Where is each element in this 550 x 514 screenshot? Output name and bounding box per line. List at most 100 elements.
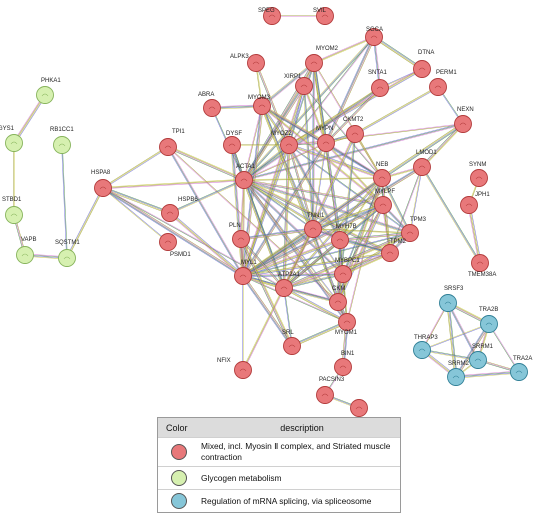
node-svil[interactable]: SVIL xyxy=(313,7,334,25)
node-circle-tacc2[interactable] xyxy=(350,399,368,417)
node-circle-srsf3[interactable] xyxy=(439,294,457,312)
node-circle-rb1cc1[interactable] xyxy=(53,136,71,154)
node-rb1cc1[interactable]: RB1CC1 xyxy=(50,127,74,154)
node-mylpf[interactable]: MYLPF xyxy=(374,189,396,214)
node-circle-tra2a[interactable] xyxy=(510,363,528,381)
node-circle-nfix[interactable] xyxy=(234,361,252,379)
node-gys1[interactable]: GYS1 xyxy=(0,126,23,152)
node-circle-srl[interactable] xyxy=(283,337,301,355)
node-circle-myom1[interactable] xyxy=(338,313,356,331)
node-circle-psmd1[interactable] xyxy=(159,233,177,251)
node-circle-neb[interactable] xyxy=(373,169,391,187)
node-circle-mypn[interactable] xyxy=(317,134,335,152)
node-myl1[interactable]: MYL1 xyxy=(234,260,258,285)
node-srrm1[interactable]: SRRM1 xyxy=(469,344,494,369)
node-synm[interactable]: SYNM xyxy=(469,162,488,187)
node-circle-abra[interactable] xyxy=(203,99,221,117)
node-circle-acta1[interactable] xyxy=(235,171,253,189)
node-tra2b[interactable]: TRA2B xyxy=(479,307,498,333)
node-sqstm1[interactable]: SQSTM1 xyxy=(55,240,80,267)
node-myom3[interactable]: MYOM3 xyxy=(248,95,271,115)
node-jph1[interactable]: JPH1 xyxy=(460,192,491,214)
node-circle-tpm3[interactable] xyxy=(401,224,419,242)
node-myom1[interactable]: MYOM1 xyxy=(335,313,358,337)
node-circle-jph1[interactable] xyxy=(460,196,478,214)
node-myh7b[interactable]: MYH7B xyxy=(331,224,357,249)
node-circle-speg[interactable] xyxy=(263,7,281,25)
node-circle-bin1[interactable] xyxy=(334,358,352,376)
node-circle-mybpc1[interactable] xyxy=(334,265,352,283)
node-dysf[interactable]: DYSF xyxy=(223,131,243,154)
node-tpm2[interactable]: TPM2 xyxy=(381,239,407,262)
node-tpm3[interactable]: TPM3 xyxy=(401,217,427,242)
node-xirp1[interactable]: XIRP1 xyxy=(284,74,313,95)
node-srrm2[interactable]: SRRM2 xyxy=(447,361,470,386)
node-dtna[interactable]: DTNA xyxy=(413,50,435,78)
node-nexn[interactable]: NEXN xyxy=(454,107,474,133)
node-srsf3[interactable]: SRSF3 xyxy=(439,286,465,312)
node-atp2a1[interactable]: ATP2A1 xyxy=(275,272,301,297)
node-mypn[interactable]: MYPN xyxy=(316,126,335,152)
node-circle-alpk3[interactable] xyxy=(247,54,265,72)
node-bin1[interactable]: BIN1 xyxy=(334,351,356,376)
node-pln[interactable]: PLN xyxy=(229,223,250,248)
node-circle-tra2b[interactable] xyxy=(480,315,498,333)
node-circle-vapb[interactable] xyxy=(16,246,34,264)
node-circle-myom3[interactable] xyxy=(253,97,271,115)
node-nfix[interactable]: NFIX xyxy=(217,358,252,379)
node-acta1[interactable]: ACTA1 xyxy=(235,164,256,189)
node-circle-sgca[interactable] xyxy=(365,28,383,46)
node-circle-tnni1[interactable] xyxy=(304,220,322,238)
node-circle-nexn[interactable] xyxy=(454,115,472,133)
node-circle-ckm[interactable] xyxy=(329,293,347,311)
node-circle-tpm2[interactable] xyxy=(381,244,399,262)
node-alpk3[interactable]: ALPK3 xyxy=(230,54,265,72)
node-circle-myh7b[interactable] xyxy=(331,231,349,249)
node-mybpc1[interactable]: MYBPC1 xyxy=(334,258,361,283)
node-srl[interactable]: SRL xyxy=(282,330,301,355)
node-circle-dtna[interactable] xyxy=(413,60,431,78)
node-lmod1[interactable]: LMOD1 xyxy=(413,150,438,176)
node-myoz2[interactable]: MYOZ2 xyxy=(271,131,298,154)
node-circle-atp2a1[interactable] xyxy=(275,279,293,297)
node-vapb[interactable]: VAPB xyxy=(16,237,37,264)
node-hspa8[interactable]: HSPA8 xyxy=(91,170,112,197)
node-circle-dysf[interactable] xyxy=(223,136,241,154)
node-circle-myl1[interactable] xyxy=(234,267,252,285)
node-tra2a[interactable]: TRA2A xyxy=(510,356,533,381)
node-ckmt2[interactable]: CKMT2 xyxy=(343,117,364,143)
node-stbd1[interactable]: STBD1 xyxy=(2,197,23,224)
node-ckm[interactable]: CKM xyxy=(329,286,347,311)
node-circle-srrm1[interactable] xyxy=(469,351,487,369)
node-circle-hspb6[interactable] xyxy=(161,204,179,222)
node-circle-svil[interactable] xyxy=(316,7,334,25)
node-circle-snta1[interactable] xyxy=(371,79,389,97)
node-sgca[interactable]: SGCA xyxy=(365,27,384,46)
node-circle-gys1[interactable] xyxy=(5,134,23,152)
node-circle-srrm2[interactable] xyxy=(447,368,465,386)
node-circle-myom2[interactable] xyxy=(305,54,323,72)
node-pacsin3[interactable]: PACSIN3 xyxy=(316,377,345,404)
node-psmd1[interactable]: PSMD1 xyxy=(159,233,192,259)
node-abra[interactable]: ABRA xyxy=(198,92,221,117)
node-snta1[interactable]: SNTA1 xyxy=(368,70,389,97)
node-circle-sqstm1[interactable] xyxy=(58,249,76,267)
node-circle-synm[interactable] xyxy=(470,169,488,187)
node-circle-stbd1[interactable] xyxy=(5,206,23,224)
node-circle-tmem38a[interactable] xyxy=(471,254,489,272)
node-circle-pln[interactable] xyxy=(232,230,250,248)
node-circle-xirp1[interactable] xyxy=(295,77,313,95)
node-circle-pacsin3[interactable] xyxy=(316,386,334,404)
node-tpi1[interactable]: TPI1 xyxy=(159,129,186,156)
node-perm1[interactable]: PERM1 xyxy=(429,70,458,96)
node-circle-thrap3[interactable] xyxy=(413,341,431,359)
node-tmem38a[interactable]: TMEM38A xyxy=(468,254,496,279)
node-circle-ckmt2[interactable] xyxy=(346,125,364,143)
node-tnni1[interactable]: TNNI1 xyxy=(304,213,325,238)
node-phka1[interactable]: PHKA1 xyxy=(36,78,62,104)
node-circle-perm1[interactable] xyxy=(429,78,447,96)
node-myom2[interactable]: MYOM2 xyxy=(305,46,339,72)
node-circle-tpi1[interactable] xyxy=(159,138,177,156)
node-hspb6[interactable]: HSPB6 xyxy=(161,197,199,222)
node-circle-myoz2[interactable] xyxy=(280,136,298,154)
